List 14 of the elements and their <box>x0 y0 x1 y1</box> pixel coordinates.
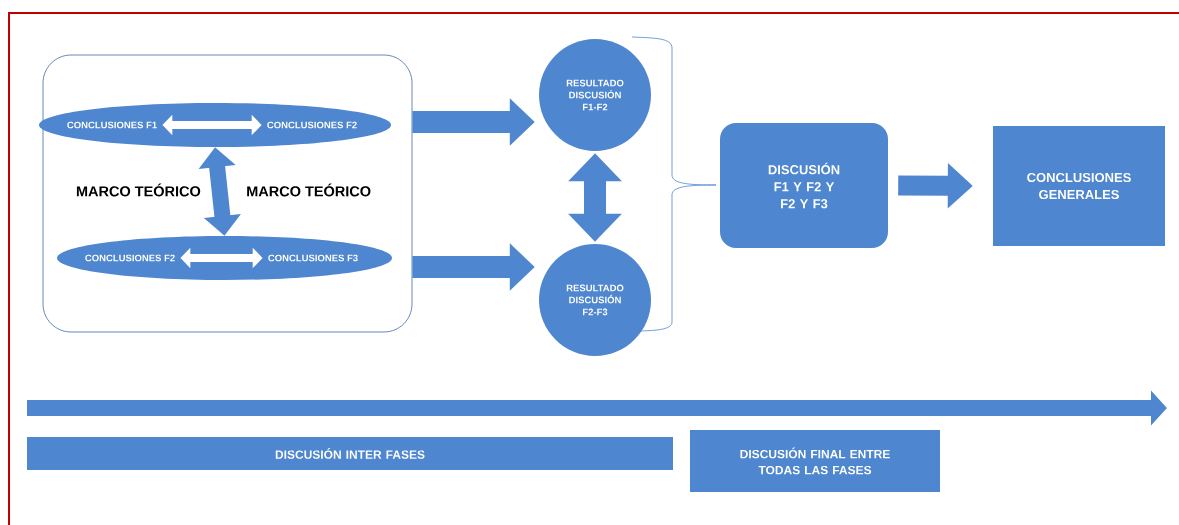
frame-label: MARCO TEÓRICO <box>76 183 201 197</box>
circle-node: RESULTADO DISCUSIÓN F1-F2 <box>539 39 651 151</box>
phase-box: DISCUSIÓN FINAL ENTRE TODAS LAS FASES <box>690 430 940 492</box>
block-arrow <box>180 247 263 269</box>
phase-bar: DISCUSIÓN INTER FASES <box>27 437 673 470</box>
frame-label: MARCO TEÓRICO <box>247 183 371 197</box>
block-arrow <box>162 114 262 136</box>
label-text: CONCLUSIONES F3 <box>268 254 358 262</box>
label-text: CONCLUSIONES F1 <box>67 121 157 129</box>
process-box: CONCLUSIONES GENERALES <box>993 126 1165 246</box>
rounded-box: DISCUSIÓN F1 Y F2 Y F2 Y F3 <box>720 123 888 248</box>
label-text: CONCLUSIONES F2 <box>267 121 357 129</box>
circle-node: RESULTADO DISCUSIÓN F2-F3 <box>539 244 651 356</box>
label-text: CONCLUSIONES F2 <box>85 254 175 262</box>
